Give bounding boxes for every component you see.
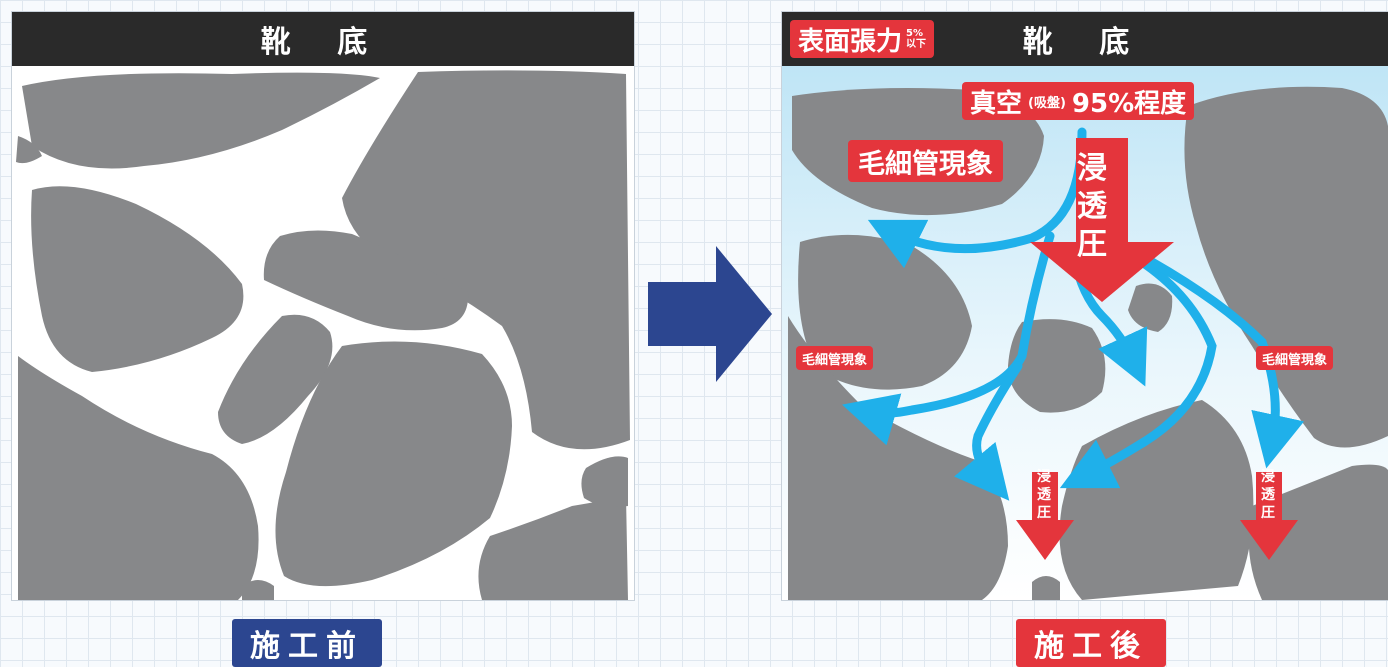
surface-tension-note-bottom: 以下 (906, 39, 927, 50)
osmotic-label-small-1: 浸透圧 (1032, 468, 1056, 522)
capillary-label-right: 毛細管現象 (1256, 346, 1334, 370)
surface-tension-note: 5% 以下 (906, 28, 926, 50)
stone (22, 72, 380, 169)
osmotic-char: 浸 (1077, 151, 1107, 186)
osmotic-arrow-small-2 (1240, 472, 1298, 560)
stones-before (16, 70, 630, 600)
capillary-arrow (1147, 257, 1305, 469)
stones-after (788, 86, 1388, 600)
stone (581, 456, 628, 507)
osmotic-arrow-small-1 (1016, 472, 1074, 560)
capillary-arrow (842, 231, 1055, 446)
caption-after: 施工後 (1016, 619, 1166, 667)
osmotic-char: 圧 (1261, 505, 1275, 521)
osmotic-char: 浸 (1037, 469, 1051, 485)
stone (1032, 576, 1060, 600)
stone (1008, 319, 1106, 413)
vacuum-value: 95%程度 (1071, 88, 1187, 119)
osmotic-char: 透 (1077, 189, 1107, 224)
osmotic-char: 透 (1037, 487, 1051, 503)
stone (218, 314, 333, 444)
osmotic-char: 圧 (1077, 227, 1107, 262)
vacuum-sub: (吸盤) (1028, 95, 1066, 111)
stone (16, 136, 42, 164)
osmotic-pressure-arrows (1016, 138, 1298, 560)
osmotic-arrow-big (1030, 138, 1174, 302)
surface-tension-note-top: 5% (906, 28, 923, 39)
osmotic-char: 透 (1261, 487, 1275, 503)
stone (478, 496, 628, 600)
panel-after: 靴 底 (782, 12, 1388, 600)
osmotic-label-big: 浸透圧 (1072, 150, 1112, 264)
vacuum-label: 真空 (吸盤) 95%程度 (962, 82, 1195, 120)
stone (263, 230, 469, 331)
stone (242, 580, 274, 600)
stone (18, 356, 259, 600)
stone (342, 70, 630, 450)
vacuum-main: 真空 (970, 88, 1023, 119)
osmotic-label-small-2: 浸透圧 (1256, 468, 1280, 522)
stone (31, 186, 244, 372)
panel-before: 靴 底 (12, 12, 634, 600)
transition-arrow (648, 246, 772, 382)
osmotic-char: 圧 (1037, 505, 1051, 521)
osmotic-char: 浸 (1261, 469, 1275, 485)
caption-before: 施工前 (232, 619, 382, 667)
stone (788, 316, 1008, 600)
surface-tension-label: 表面張力 (798, 26, 903, 57)
capillary-arrow (1059, 257, 1217, 489)
capillary-label-left: 毛細管現象 (796, 346, 874, 370)
stone-pattern-before (16, 70, 630, 600)
stone (1248, 464, 1388, 600)
capillary-arrow (953, 361, 1023, 501)
panel-before-header: 靴 底 (12, 12, 634, 66)
surface-tension-badge: 表面張力 5% 以下 (790, 20, 935, 58)
capillary-label-big: 毛細管現象 (848, 140, 1003, 182)
capillary-flow-arrows (842, 127, 1305, 501)
stone (275, 341, 512, 587)
stone (1128, 283, 1173, 332)
stone (1184, 86, 1388, 448)
